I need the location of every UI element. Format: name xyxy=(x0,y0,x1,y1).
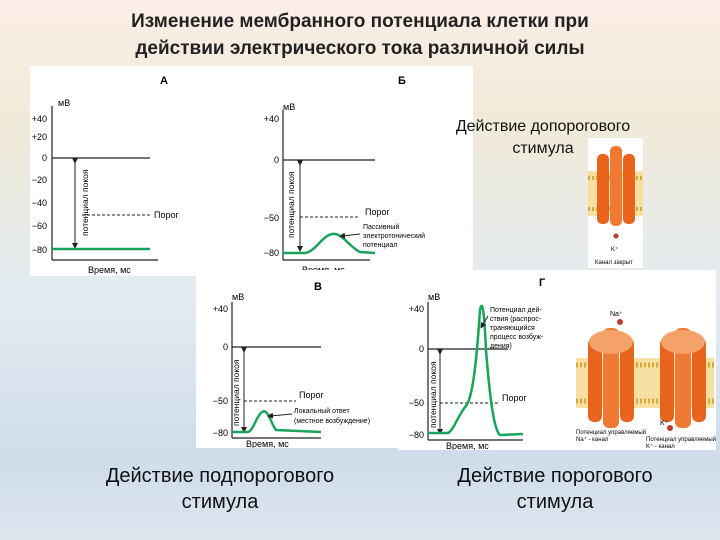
graph-a-letter: А xyxy=(160,75,168,87)
graph-a-tick-label: +40 xyxy=(32,114,47,124)
na-channel-label: Потенциал управляемый xyxy=(576,429,646,436)
na-channel-protein xyxy=(588,328,634,428)
k-ion-dot xyxy=(667,425,673,431)
graph-v-time-label: Время, мс xyxy=(246,439,289,448)
graph-v-trace xyxy=(232,410,322,434)
graph-v-annotation: (местное возбуждение) xyxy=(294,417,370,425)
graph-g-unit: мВ xyxy=(428,292,440,302)
graph-b-tick-label: +40 xyxy=(264,114,279,124)
na-channel-label: Na⁺ - канал xyxy=(576,436,609,443)
graph-a-threshold-label: Порог xyxy=(154,210,179,220)
k-channel-protein xyxy=(660,328,706,428)
graph-g-letter: Г xyxy=(539,277,546,289)
graph-b-letter: Б xyxy=(398,75,406,87)
panel-graphs-a-b: А мВ +40 +20 0 −20 −40 −60 −80 потенциал… xyxy=(30,66,473,276)
na-ion-label: Na⁺ xyxy=(610,311,623,318)
graph-v-tick-label: +40 xyxy=(213,304,228,314)
graph-g-annotation: процесс возбуж- xyxy=(490,333,544,341)
k-channel-label: Потенциал управляемый xyxy=(646,436,716,443)
caption-threshold-line-1: Действие порогового xyxy=(457,465,653,487)
graph-b: Б мВ +40 0 −50 −80 потенциал покоя Порог… xyxy=(264,75,425,275)
graph-g-annotation: траняющийся xyxy=(490,324,535,332)
big-channel-illustration: Na⁺ K⁺ Потенциал управляемый Na⁺ - канал… xyxy=(576,311,716,450)
caption-subthreshold-top-line-1: Действие допорогового xyxy=(455,118,631,135)
graphs-a-b-svg: А мВ +40 +20 0 −20 −40 −60 −80 потенциал… xyxy=(32,75,425,275)
graph-v-tick-label: −80 xyxy=(213,428,228,438)
graph-b-trace xyxy=(283,232,376,255)
graph-b-rest-label: потенциал покоя xyxy=(286,171,296,238)
graph-a-tick-label: −20 xyxy=(32,175,47,185)
caption-subthreshold-bottom: Действие подпорогового стимула xyxy=(60,463,380,515)
graph-a-tick-label: −40 xyxy=(32,198,47,208)
graph-b-annotation-arrow xyxy=(339,232,361,239)
graph-g-tick-label: −80 xyxy=(409,430,424,440)
graph-g-tick-label: +40 xyxy=(409,304,424,314)
graph-g-tick-label: −50 xyxy=(409,398,424,408)
k-channel-label: K⁺ - канал xyxy=(646,443,675,450)
graph-b-tick-label: −50 xyxy=(264,213,279,223)
graph-b-threshold-label: Порог xyxy=(365,207,390,217)
graph-v-annotation-arrow xyxy=(267,412,293,419)
graph-b-annotation: потенциал xyxy=(363,242,397,249)
slide-title: Изменение мембранного потенциала клетки … xyxy=(40,8,680,62)
title-line-2: действии электрического тока различной с… xyxy=(135,38,585,59)
caption-subthreshold-bottom-line-1: Действие подпорогового xyxy=(105,465,335,487)
graph-g-tick-label: 0 xyxy=(419,344,424,354)
graph-b-unit: мВ xyxy=(283,102,295,112)
small-ion-label: K⁺ xyxy=(611,246,618,253)
graph-v-tick-label: 0 xyxy=(223,342,228,352)
graph-b-annotation: Пассивный xyxy=(363,223,399,231)
graph-b-tick-label: −80 xyxy=(264,248,279,258)
caption-threshold: Действие порогового стимула xyxy=(395,463,715,515)
graph-a-time-label: Время, мс xyxy=(88,265,131,275)
graph-v-tick-label: −50 xyxy=(213,396,228,406)
graph-g-trace xyxy=(428,304,524,437)
panel-graph-v: В мВ +40 0 −50 −80 потенциал покоя Порог… xyxy=(196,270,398,449)
graph-g-annotation: дения) xyxy=(490,343,512,350)
graph-b-tick-label: 0 xyxy=(274,155,279,165)
k-ion-label: K⁺ xyxy=(660,420,669,427)
graph-a-unit: мВ xyxy=(58,98,70,108)
graph-g-rest-label: потенциал покоя xyxy=(428,361,438,428)
channel-closed-svg: K⁺ Канал закрыт xyxy=(588,138,643,268)
graph-a-tick-label: 0 xyxy=(42,153,47,163)
ion-dot xyxy=(613,233,619,239)
graph-v-annotation: Локальный ответ xyxy=(294,407,350,415)
graph-a-tick-label: −80 xyxy=(32,245,47,255)
caption-threshold-line-2: стимула xyxy=(516,491,594,513)
graph-g-annotation-arrow xyxy=(480,315,489,329)
na-ion-dot xyxy=(617,319,623,325)
graph-g-svg: Г мВ +40 0 −50 −80 потенциал покоя Порог… xyxy=(409,277,716,451)
graph-v-letter: В xyxy=(314,281,322,293)
caption-subthreshold-bottom-line-2: стимула xyxy=(181,491,259,513)
graph-b-annotation: электротонический xyxy=(363,232,425,240)
graph-v-threshold-label: Порог xyxy=(299,390,324,400)
graph-g-time-label: Время, мс xyxy=(446,441,489,450)
panel-graph-g: Г мВ +40 0 −50 −80 потенциал покоя Порог… xyxy=(398,270,716,451)
caption-subthreshold-top-line-2: стимула xyxy=(512,140,574,157)
graph-g-annotation: ствия (распрос- xyxy=(490,316,542,323)
graph-v-rest-label: потенциал покоя xyxy=(231,359,241,426)
panel-channel-closed: Действие допорогового стимула K⁺ Канал з… xyxy=(456,66,643,276)
graph-g-threshold-label: Порог xyxy=(502,393,527,403)
caption-subthreshold-top: Действие допорогового стимула xyxy=(443,116,643,160)
graph-a-rest-label: потенциал покоя xyxy=(80,169,90,236)
graph-a-tick-label: +20 xyxy=(32,132,47,142)
small-channel-protein xyxy=(597,146,635,226)
graph-v-svg: В мВ +40 0 −50 −80 потенциал покоя Порог… xyxy=(213,281,370,449)
graph-a-tick-label: −60 xyxy=(32,221,47,231)
graph-g-annotation: Потенциал дей- xyxy=(490,306,542,314)
graph-a: А мВ +40 +20 0 −20 −40 −60 −80 потенциал… xyxy=(32,75,180,275)
small-channel-label: Канал закрыт xyxy=(595,260,633,266)
graph-v-unit: мВ xyxy=(232,292,244,302)
title-line-1: Изменение мембранного потенциала клетки … xyxy=(131,11,589,32)
